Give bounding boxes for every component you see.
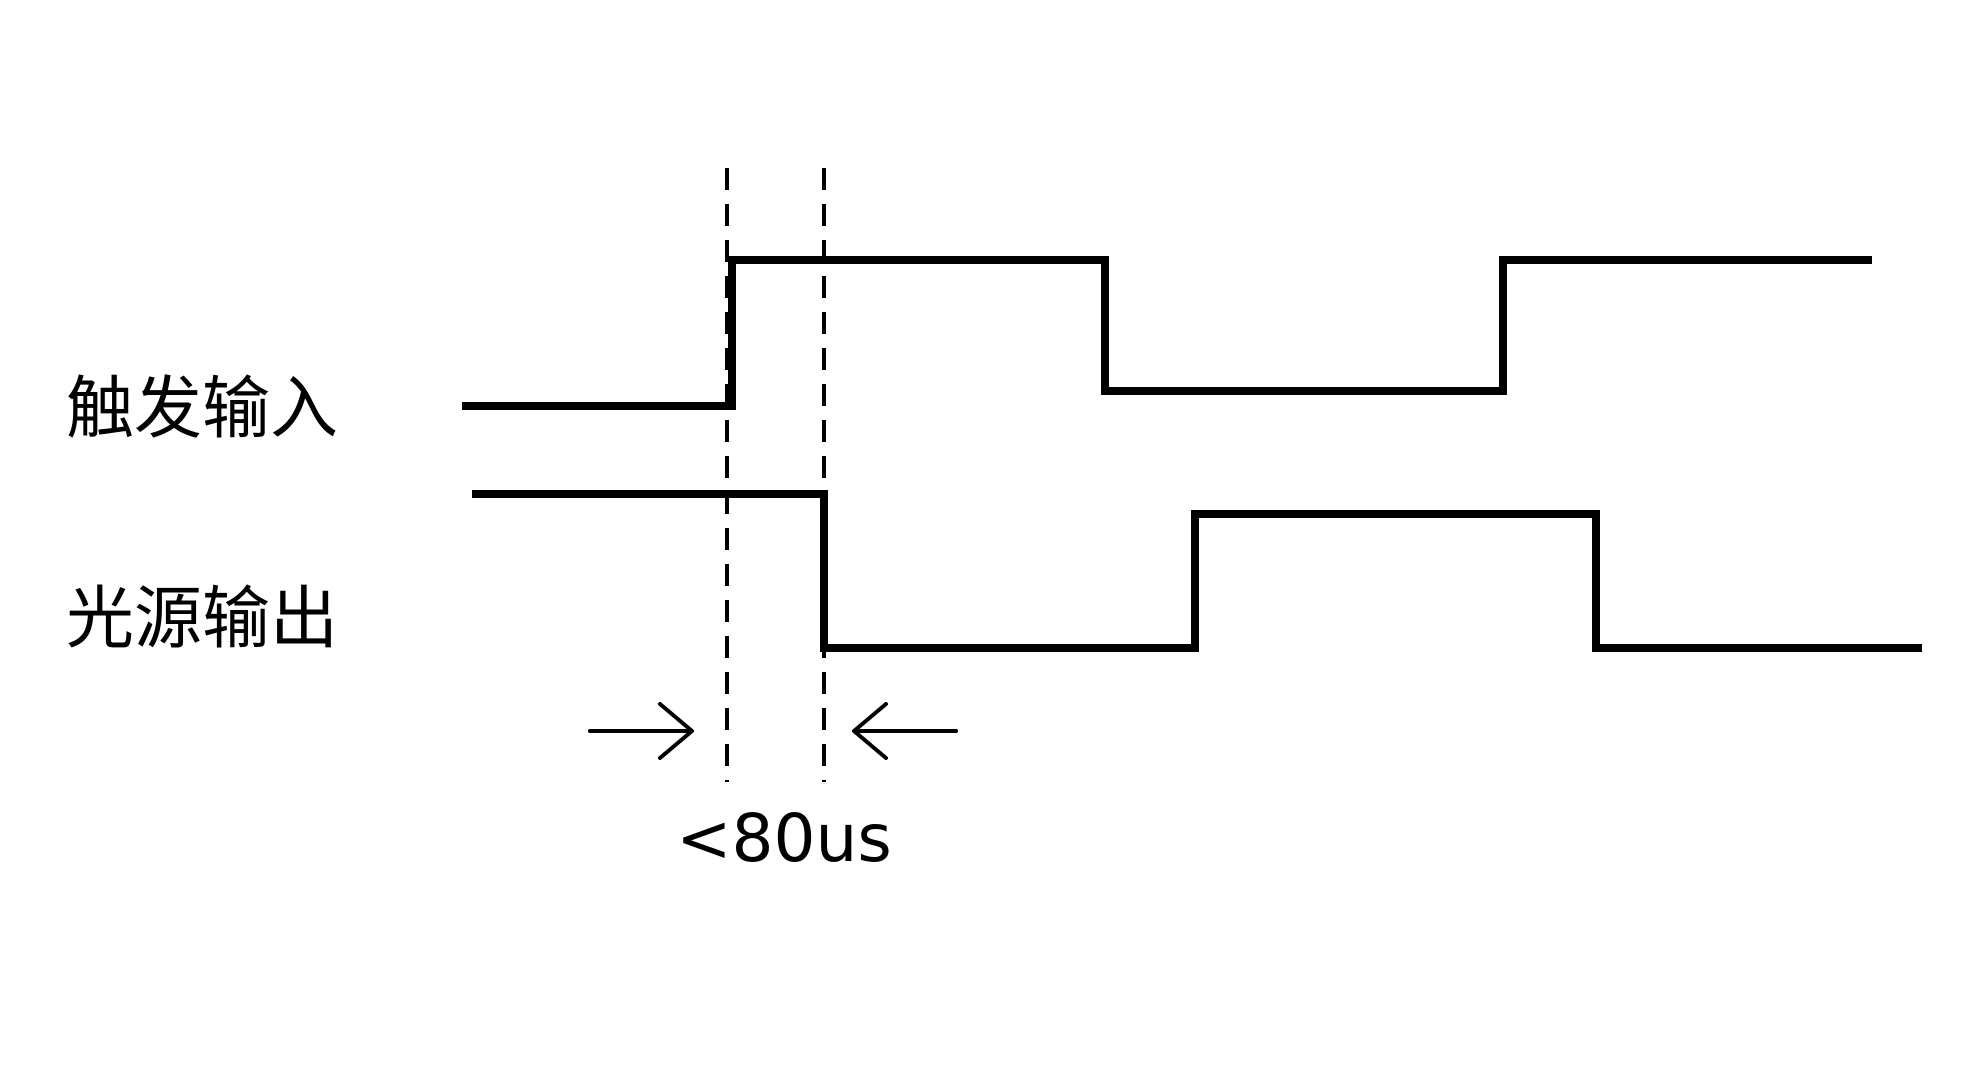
right-arrow-icon [588,702,694,760]
trigger-input-waveform [462,256,1872,410]
trigger-input-label: 触发输入 [66,370,338,449]
left-arrow-icon [852,702,958,760]
light-output-label: 光源输出 [66,580,338,659]
delay-label: <80us [676,800,892,877]
light-output-waveform [472,490,1922,652]
